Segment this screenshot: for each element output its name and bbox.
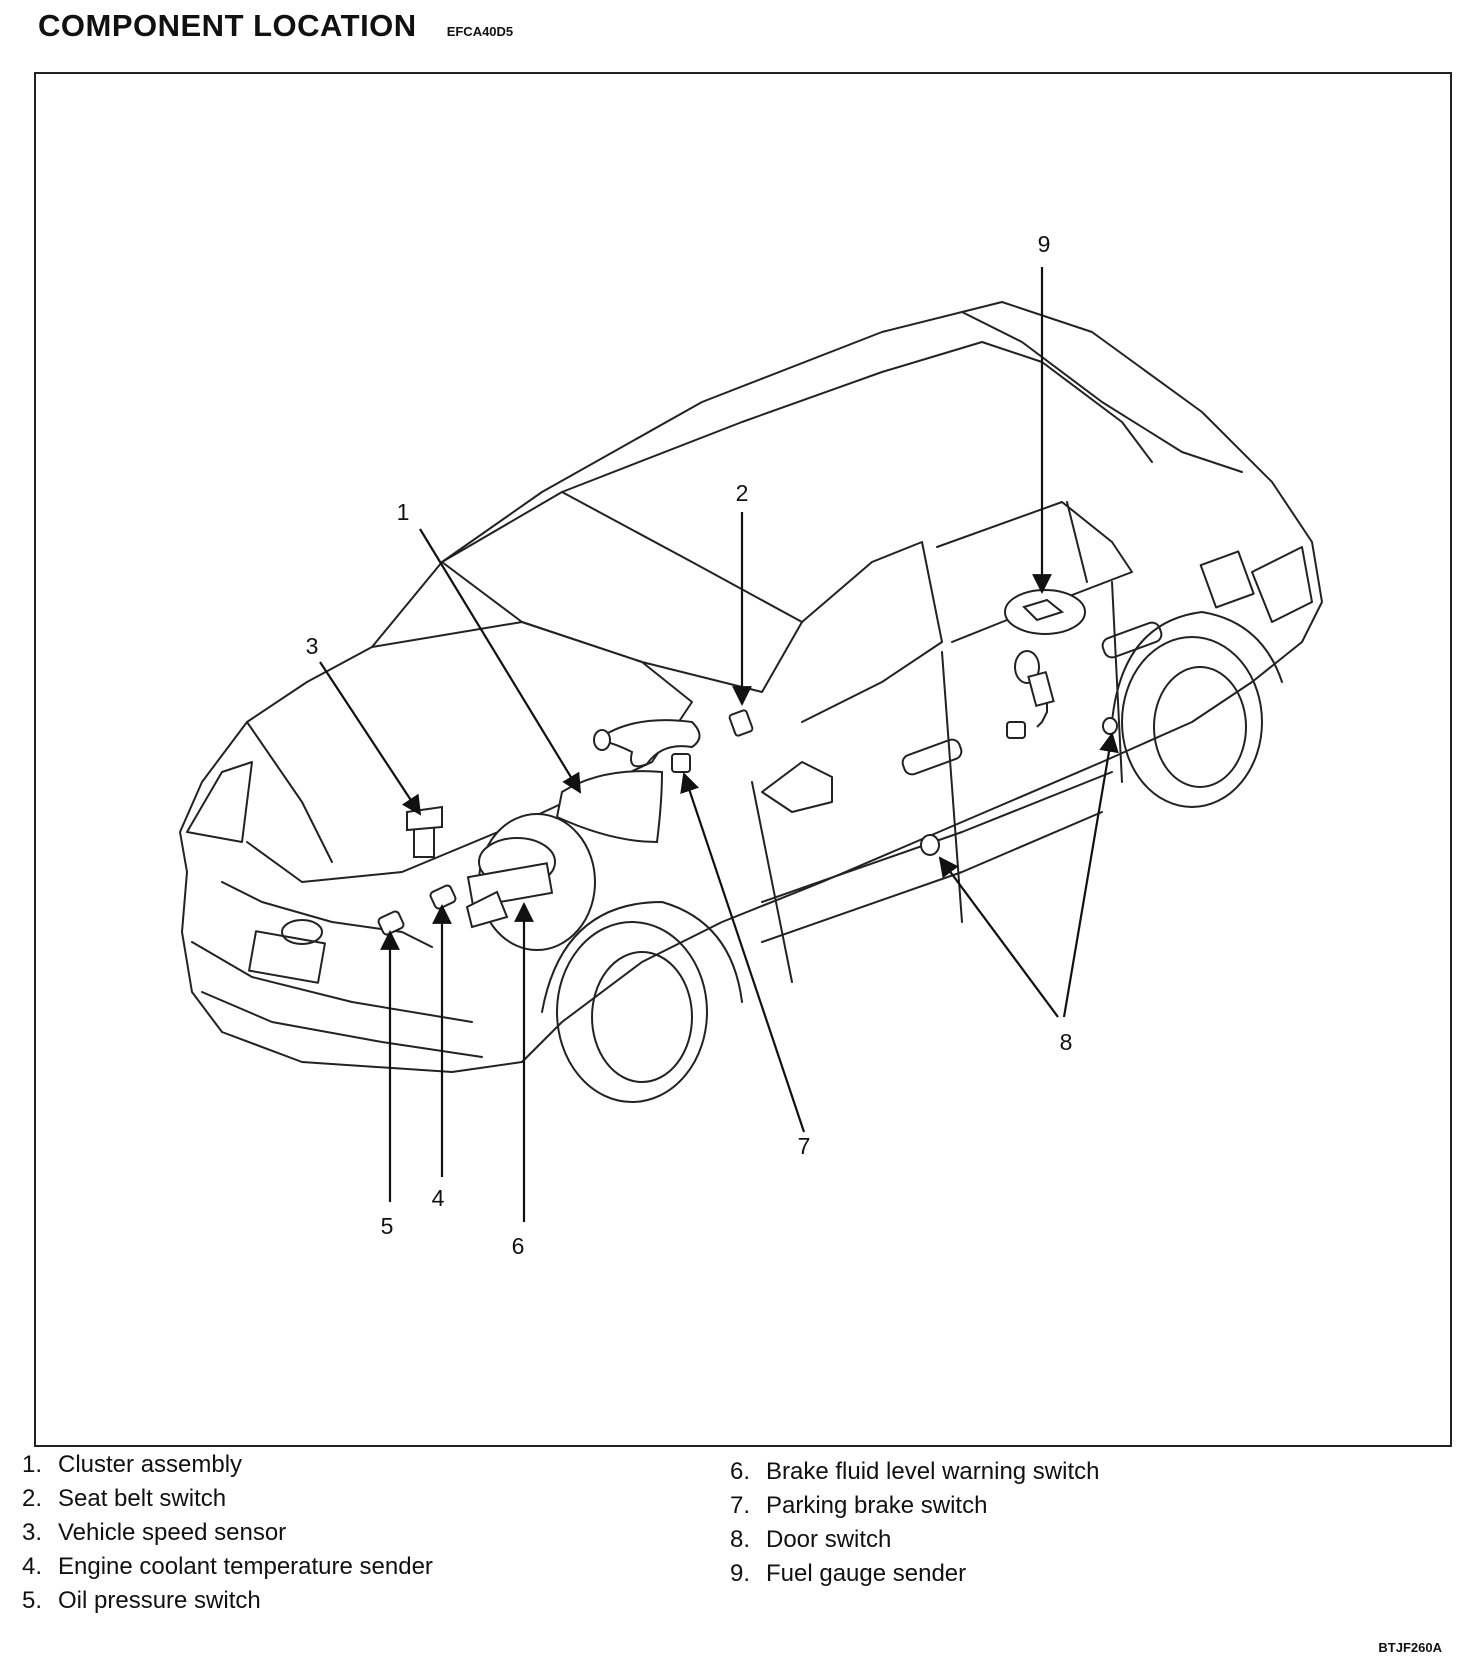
callout-arrow-8b (1062, 732, 1119, 1018)
page-header: COMPONENT LOCATION EFCA40D5 (38, 8, 513, 44)
callout-label-4: 4 (432, 1185, 445, 1211)
legend-item: 6.Brake fluid level warning switch (730, 1458, 1100, 1485)
callout-arrows (319, 267, 1119, 1222)
callout-arrow-3 (319, 661, 422, 816)
callout-label-8: 8 (1060, 1029, 1073, 1055)
callout-arrow-7 (680, 772, 806, 1133)
callout-arrow-1 (419, 528, 582, 794)
car-component-diagram: 1 2 3 4 5 6 7 8 9 (179, 231, 1323, 1259)
legend-item: 9.Fuel gauge sender (730, 1560, 967, 1587)
callout-label-9: 9 (1038, 231, 1051, 257)
callout-label-5: 5 (381, 1213, 394, 1239)
section-code: EFCA40D5 (446, 24, 514, 39)
callout-label-7: 7 (798, 1133, 811, 1159)
callout-label-1: 1 (397, 499, 410, 525)
car-body-outline (179, 301, 1323, 1103)
callout-label-3: 3 (306, 633, 319, 659)
legend-item: 8.Door switch (730, 1526, 892, 1553)
diagram-frame: 1 2 3 4 5 6 7 8 9 (34, 72, 1452, 1447)
legend-right: 6.Brake fluid level warning switch 7.Par… (730, 1455, 1099, 1591)
legend-item: 5.Oil pressure switch (22, 1587, 261, 1614)
legend-item: 3.Vehicle speed sensor (22, 1519, 287, 1546)
figure-id: BTJF260A (1378, 1640, 1442, 1655)
callout-numbers: 1 2 3 4 5 6 7 8 9 (306, 231, 1073, 1259)
callout-label-6: 6 (512, 1233, 525, 1259)
legend-item: 4.Engine coolant temperature sender (22, 1553, 433, 1580)
page-title: COMPONENT LOCATION (38, 8, 417, 43)
legend-left: 1.Cluster assembly 2.Seat belt switch 3.… (22, 1448, 433, 1618)
components (377, 589, 1118, 951)
legend-item: 2.Seat belt switch (22, 1485, 227, 1512)
callout-arrow-8a (938, 856, 1059, 1018)
legend-item: 7.Parking brake switch (730, 1492, 988, 1519)
legend-item: 1.Cluster assembly (22, 1451, 243, 1478)
callout-label-2: 2 (736, 480, 749, 506)
